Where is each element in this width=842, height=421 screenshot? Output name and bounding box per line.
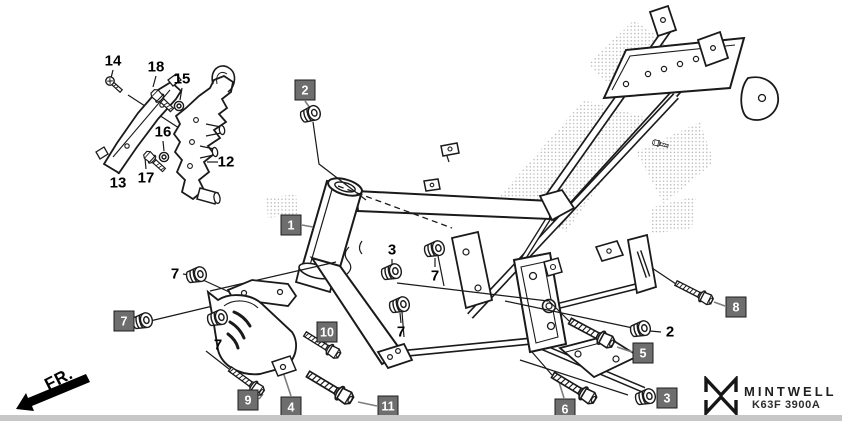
part-label-7c[interactable]: 7: [170, 265, 180, 283]
washer-15-icon: [173, 100, 185, 112]
bolt-11-icon: [303, 366, 357, 408]
grommet-3c-icon: [378, 261, 404, 283]
bottom-edge-bar: [0, 415, 842, 421]
callout-box-2[interactable]: 2: [294, 79, 316, 101]
part-label-15[interactable]: 15: [173, 70, 191, 88]
part-label-16[interactable]: 16: [154, 123, 172, 141]
brand-block: MINTWELL K63F 3900A: [703, 374, 837, 418]
callout-box-8[interactable]: 8: [725, 296, 747, 318]
diagram-code: K63F 3900A: [752, 399, 821, 411]
engine-hanger-bracket-icon: [95, 65, 236, 205]
part-label-7a[interactable]: 7: [430, 267, 440, 285]
part-label-7d[interactable]: 7: [213, 336, 223, 354]
callout-box-1[interactable]: 1: [280, 214, 302, 236]
part-label-13[interactable]: 13: [109, 174, 127, 192]
screw-14-icon: [105, 76, 124, 94]
callout-box-10[interactable]: 10: [316, 321, 338, 343]
frame-body-line-art: [294, 4, 779, 393]
grommet-7a-icon: [421, 238, 447, 260]
bolt-8-icon: [672, 277, 716, 308]
callout-box-9[interactable]: 9: [237, 389, 259, 411]
part-label-7b[interactable]: 7: [396, 323, 406, 341]
bracket-13: [95, 73, 183, 175]
grommet-2r-icon: [627, 318, 653, 340]
bracket-12: [172, 65, 236, 205]
part-label-3[interactable]: 3: [387, 241, 397, 259]
callout-box-3[interactable]: 3: [656, 387, 678, 409]
brand-name: MINTWELL: [744, 384, 837, 399]
grommet-7b-icon: [386, 294, 412, 316]
engine-guard-icon: [206, 279, 298, 377]
part-label-18[interactable]: 18: [147, 58, 165, 76]
part-label-12[interactable]: 12: [217, 153, 235, 171]
part-label-17[interactable]: 17: [137, 169, 155, 187]
fr-direction-arrow-icon: [16, 374, 90, 411]
part-label-14[interactable]: 14: [104, 52, 122, 70]
grommet-2-icon: [297, 103, 323, 126]
part-label-2r[interactable]: 2: [665, 323, 675, 341]
washer-16-icon: [158, 151, 170, 163]
callout-box-11[interactable]: 11: [377, 395, 399, 417]
callout-box-5[interactable]: 5: [632, 342, 654, 364]
mintwell-logomark-icon: [704, 374, 738, 418]
grommet-7d-icon: [183, 264, 209, 286]
callout-box-7[interactable]: 7: [113, 310, 135, 332]
